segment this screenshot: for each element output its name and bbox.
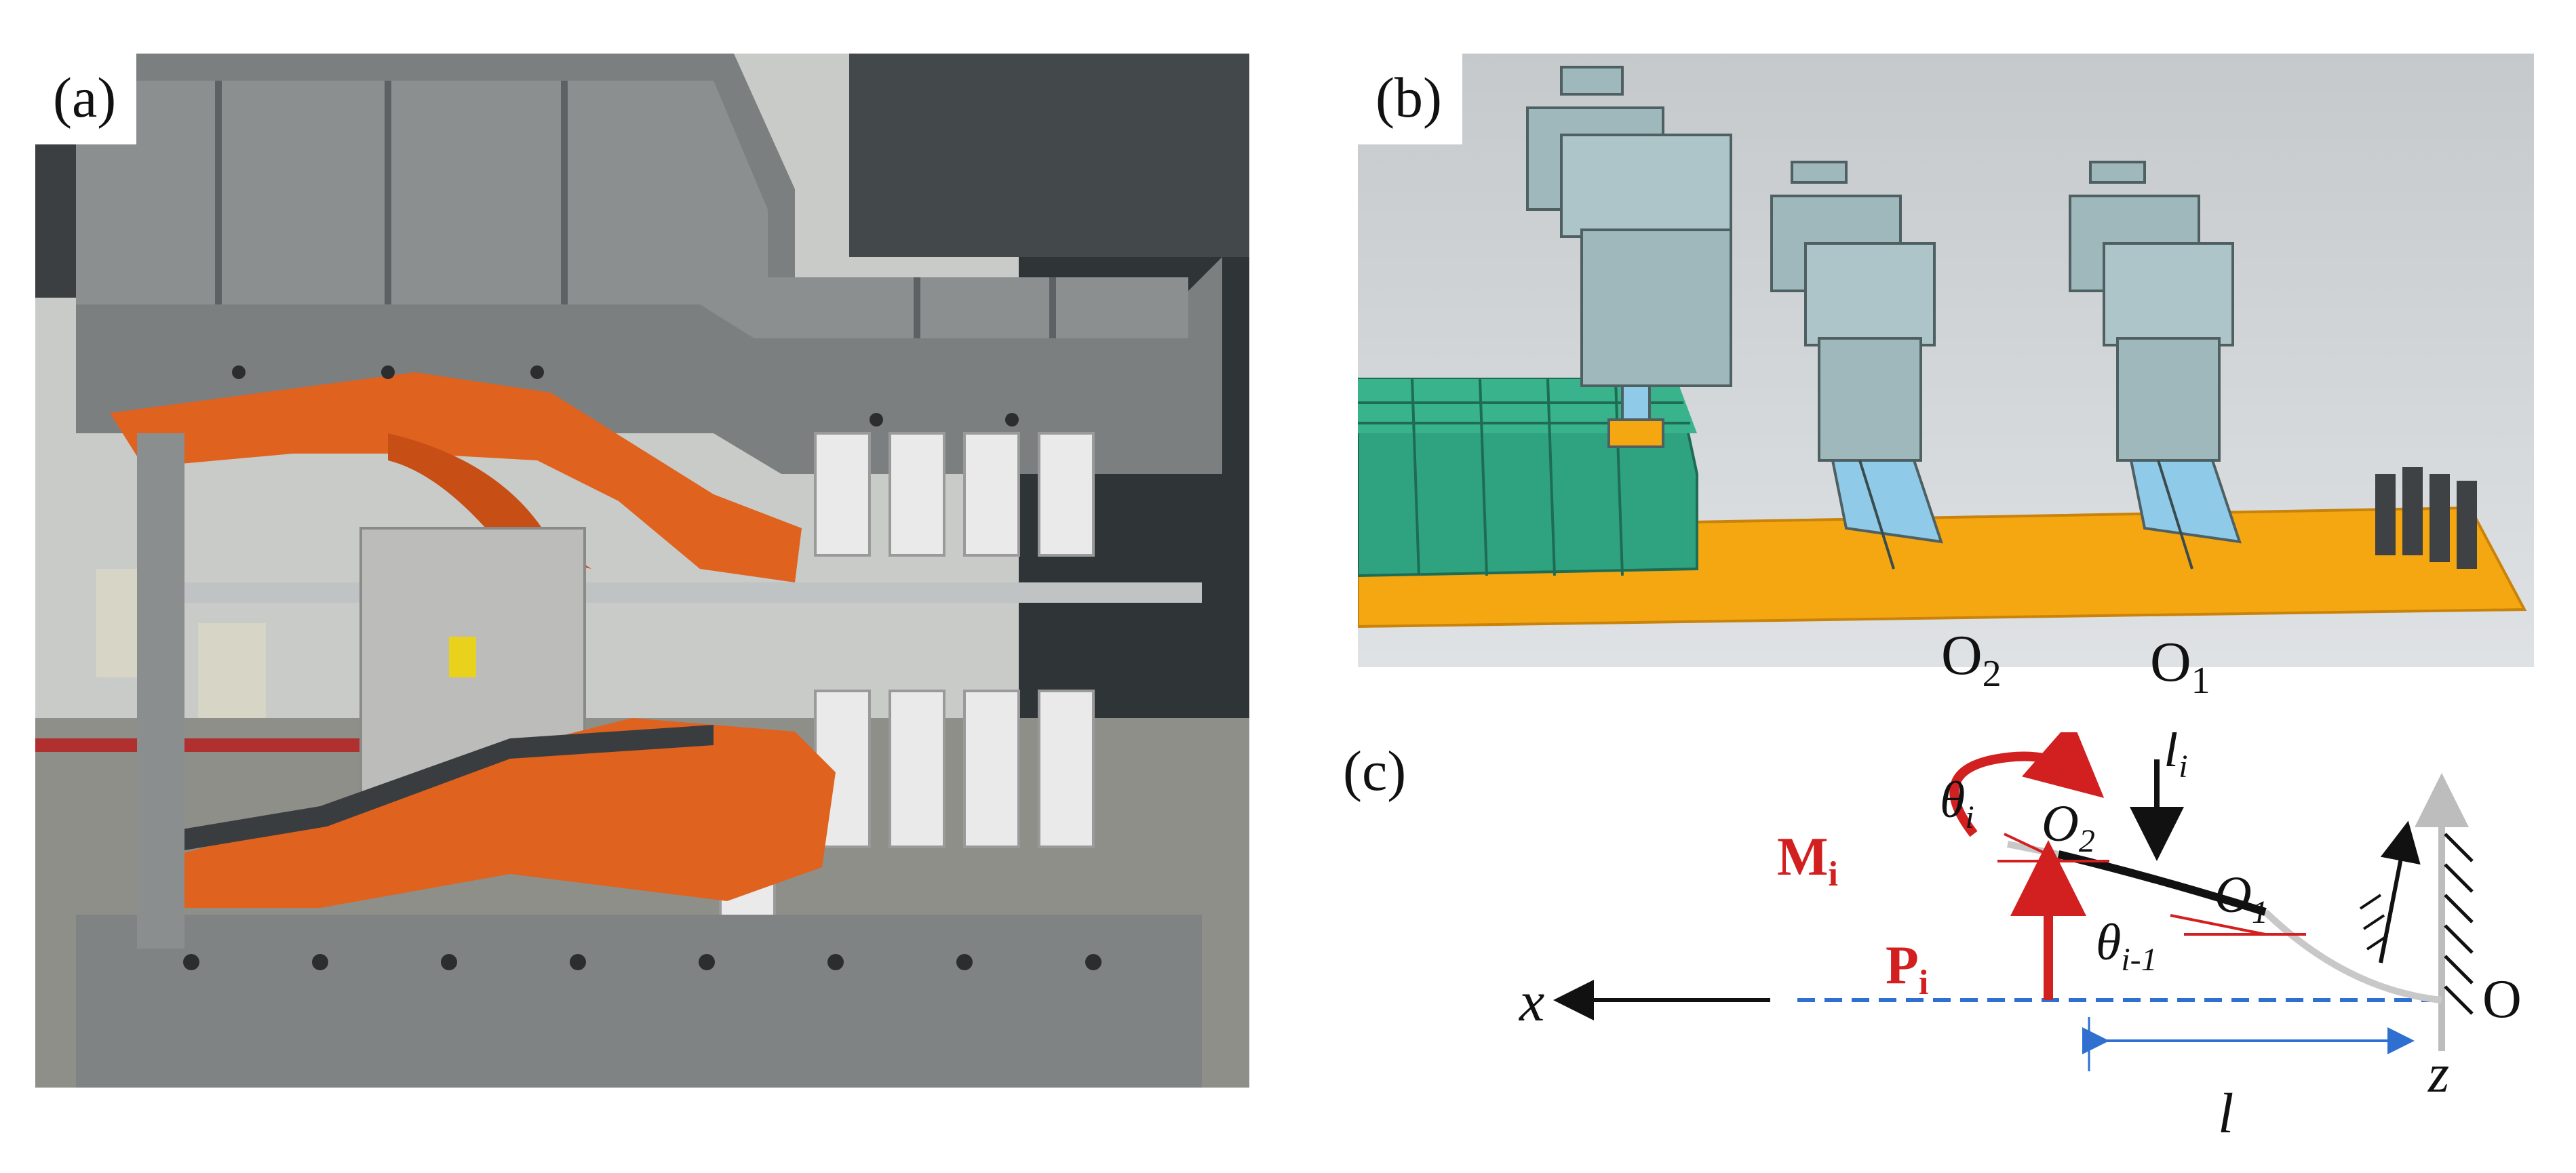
theta-i-label: θi: [1940, 772, 1974, 835]
panel-a-label: (a): [35, 54, 137, 144]
cad-render: [1358, 54, 2534, 667]
actuator-o2: [1770, 161, 1943, 570]
origin-label: O: [2482, 970, 2522, 1029]
o2-label: O2: [2042, 795, 2095, 859]
panel-c-label: (c): [1343, 740, 1406, 803]
length-label: l: [2218, 1082, 2233, 1145]
panel-b-render: (b): [1358, 54, 2534, 667]
force-label: Pi: [1886, 936, 1928, 1002]
moment-arrow: [1949, 732, 2105, 837]
panel-b-label: (b): [1358, 54, 1462, 144]
x-axis-label: x: [1518, 970, 1544, 1033]
point-label-o2: O2: [1941, 624, 2002, 695]
panel-c-diagram: (c) Mi Pi θi O2 li θi-1 O1 x O z l: [1343, 732, 2550, 1153]
bending-diagram: (c) Mi Pi θi O2 li θi-1 O1 x O z l: [1343, 732, 2522, 1145]
tangent-o1-dir: [2170, 914, 2266, 936]
theta-prev-label: θi-1: [2096, 914, 2158, 978]
fixed-support-hatch: [2444, 833, 2474, 1015]
moment-label: Mi: [1777, 827, 1838, 894]
fixture-photo: [35, 54, 1249, 1088]
point-label-o1: O1: [2150, 631, 2210, 702]
panel-a-photo: (a): [35, 54, 1249, 1088]
actuator-left: [1526, 66, 1732, 448]
o1-label: O1: [2214, 867, 2268, 930]
segment-label: li: [2164, 732, 2188, 784]
end-clamp: [2375, 467, 2477, 569]
z-axis-label: z: [2427, 1044, 2449, 1104]
support-arrow: [2379, 820, 2421, 963]
beam-gray: [2263, 909, 2442, 1003]
actuator-o1: [2069, 161, 2242, 570]
